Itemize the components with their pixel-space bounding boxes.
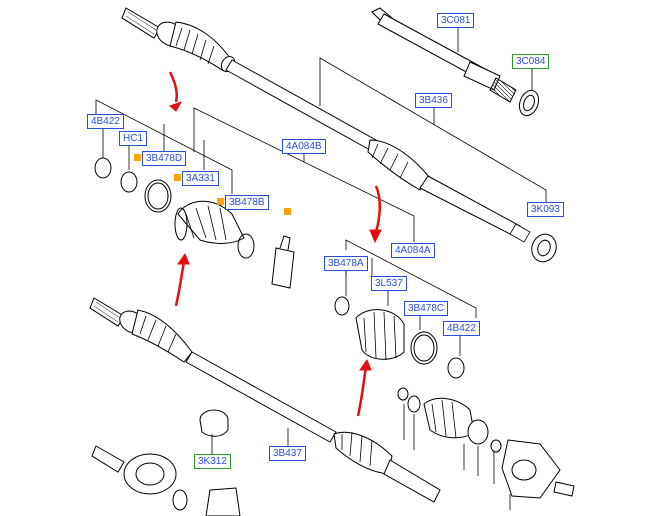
part-label-3l537[interactable]: 3L537 [371,276,407,291]
part-label-3c084[interactable]: 3C084 [512,54,550,69]
grease-marker [134,154,141,161]
lower-right-parts [397,387,575,499]
part-label-3b478d[interactable]: 3B478D [142,151,187,166]
part-label-3b436[interactable]: 3B436 [415,93,452,108]
part-label-3b478a[interactable]: 3B478A [324,256,368,271]
part-label-3k312[interactable]: 3K312 [194,454,231,469]
lower-drive-shaft [89,297,441,503]
intermediate-shaft [371,7,540,117]
grease-marker [284,208,291,215]
part-label-3c081[interactable]: 3C081 [437,13,475,28]
grease-marker [217,198,224,205]
part-label-3b478b[interactable]: 3B478B [225,195,269,210]
part-label-3b478c[interactable]: 3B478C [404,301,449,316]
part-label-hc1[interactable]: HC1 [119,131,148,146]
part-label-4b422-lower[interactable]: 4B422 [443,321,480,336]
grease-marker [174,174,181,181]
red-arrows [168,71,382,417]
part-label-4b422-upper[interactable]: 4B422 [87,114,124,129]
part-label-3b437[interactable]: 3B437 [269,446,306,461]
part-label-4a084b[interactable]: 4A084B [282,139,326,154]
upper-boot-kit [94,157,295,289]
lower-boot-kit [334,296,465,379]
part-label-3k093[interactable]: 3K093 [527,202,564,217]
part-label-4a084a[interactable]: 4A084A [391,243,435,258]
part-label-3a331[interactable]: 3A331 [182,171,219,186]
lower-left-parts [91,445,241,516]
upper-drive-shaft [121,7,557,263]
